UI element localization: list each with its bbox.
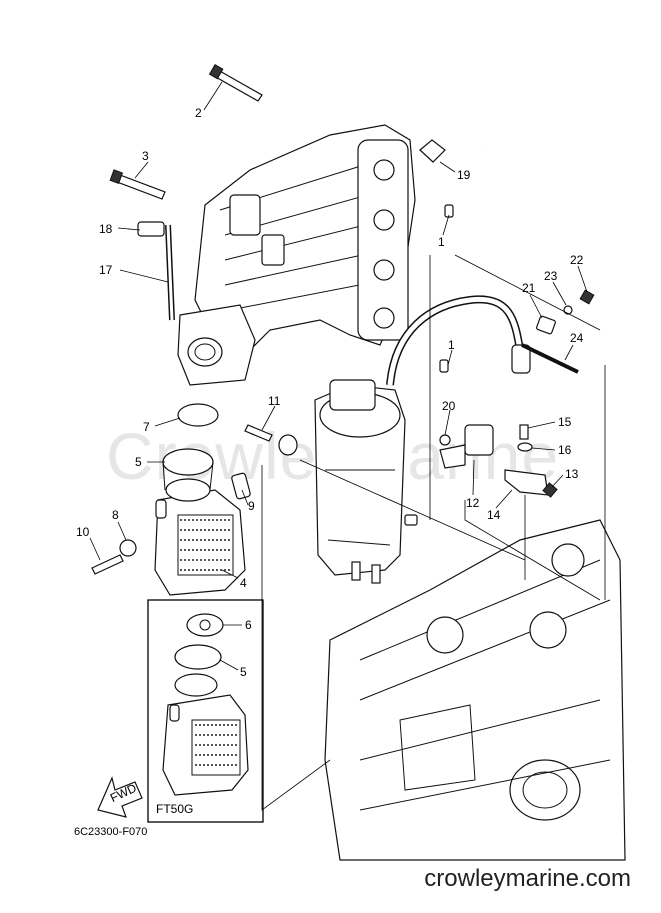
grommet-8 [119, 539, 137, 557]
callout-10: 10 [76, 525, 90, 539]
callout-21: 21 [522, 281, 536, 295]
callout-2: 2 [195, 106, 202, 120]
callout-numbers: 2 3 19 1 18 17 22 23 21 24 1 7 11 20 15 … [76, 106, 584, 679]
fuel-hose-loop [160, 91, 487, 281]
callout-23: 23 [544, 269, 558, 283]
clamp-7 [177, 403, 219, 427]
callout-19: 19 [457, 168, 471, 182]
rubber-boot-5 [162, 448, 214, 502]
diagram-code: 6C23300-F070 [74, 826, 148, 838]
parts-21-24 [521, 289, 595, 374]
callout-1-upper: 1 [438, 235, 445, 249]
fuel-hose-right [386, 295, 531, 386]
callout-17: 17 [99, 263, 113, 277]
intake-silencer [154, 489, 246, 596]
callout-24: 24 [570, 331, 584, 345]
callout-6: 6 [245, 618, 252, 632]
vapor-separator [314, 379, 418, 584]
callout-13: 13 [565, 467, 579, 481]
bolt-9 [231, 472, 251, 500]
bolt-11 [244, 424, 298, 456]
intake-manifold [194, 124, 416, 356]
bracket-14 [504, 424, 558, 498]
callout-9: 9 [248, 499, 255, 513]
callout-1-lower: 1 [448, 338, 455, 352]
callout-12: 12 [466, 496, 480, 510]
callout-leaders [89, 81, 588, 671]
hose-17 [137, 221, 175, 321]
callout-7: 7 [143, 420, 150, 434]
bolt-3 [109, 169, 166, 200]
throttle-body [177, 304, 256, 386]
callout-5-inset: 5 [240, 665, 247, 679]
callout-16: 16 [558, 443, 572, 457]
inset-box-ft50g [147, 599, 264, 823]
pipe-19 [419, 139, 454, 373]
fwd-arrow-icon [97, 776, 143, 818]
bolt-2 [208, 63, 263, 102]
callout-15: 15 [558, 415, 572, 429]
site-url-link[interactable]: crowleymarine.com [424, 865, 631, 892]
assembly-guide-lines [261, 254, 606, 811]
inset-label: FT50G [156, 802, 194, 816]
engine-block [324, 519, 626, 861]
fuel-filter-12 [439, 424, 494, 469]
callout-14: 14 [487, 508, 501, 522]
callout-8: 8 [112, 508, 119, 522]
bolt-10 [91, 554, 124, 575]
callout-22: 22 [570, 253, 584, 267]
callout-18: 18 [99, 222, 113, 236]
callout-11: 11 [268, 394, 281, 408]
callout-20: 20 [442, 399, 456, 413]
callout-4: 4 [240, 576, 247, 590]
callout-3: 3 [142, 149, 149, 163]
callout-5-main: 5 [135, 455, 142, 469]
